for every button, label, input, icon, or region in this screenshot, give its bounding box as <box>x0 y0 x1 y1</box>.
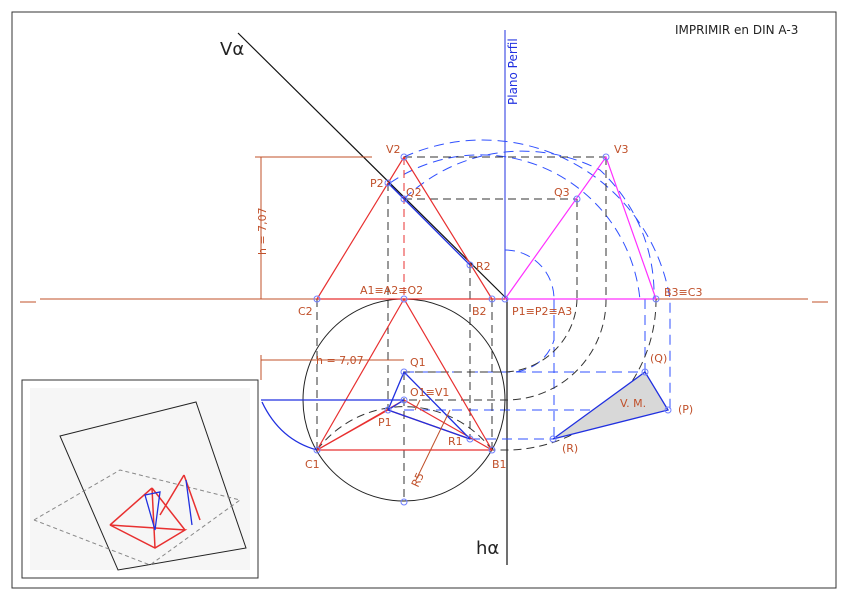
label-o1-v1: O1≡V1 <box>410 386 449 399</box>
true-magnitude-triangle <box>552 371 670 440</box>
h-alpha-label: hα <box>476 538 499 559</box>
v-alpha-trace <box>237 32 508 300</box>
label-v3: V3 <box>614 143 629 156</box>
v-alpha-label: Vα <box>220 39 244 60</box>
label-p-true: (P) <box>678 403 693 416</box>
true-magnitude-label: V. M. <box>620 397 646 410</box>
dimensions <box>255 156 451 481</box>
label-c2: C2 <box>298 305 313 318</box>
label-q-true: (Q) <box>650 352 667 365</box>
inset-3d-view <box>21 379 259 579</box>
profile-view-magenta <box>504 155 657 300</box>
label-p1-p2-a3: P1≡P2≡A3 <box>512 305 572 318</box>
label-r2: R2 <box>476 260 491 273</box>
pyramid-red <box>315 155 505 451</box>
label-q3: Q3 <box>554 186 570 199</box>
label-r-true: (R) <box>562 442 578 455</box>
sheet-title: IMPRIMIR en DIN A-3 <box>675 23 798 37</box>
label-b3-c3: B3≡C3 <box>664 286 702 299</box>
height-dim-horizontal: h = 7,07 <box>316 354 364 367</box>
height-dim-vertical: h = 7,07 <box>256 207 269 255</box>
label-b1: B1 <box>492 458 507 471</box>
sheet-border <box>11 11 837 589</box>
label-q2: Q2 <box>406 186 422 199</box>
label-p1: P1 <box>378 416 392 429</box>
label-v2: V2 <box>386 143 401 156</box>
label-p2: P2 <box>370 177 384 190</box>
label-a1-a2-o2: A1≡A2≡O2 <box>360 284 423 297</box>
point-markers <box>313 153 672 506</box>
profile-plane-label: Plano Perfil <box>506 38 520 105</box>
label-q1: Q1 <box>410 356 426 369</box>
label-r1: R1 <box>448 435 463 448</box>
label-b2: B2 <box>472 305 487 318</box>
radius-dim: R5 <box>409 470 427 489</box>
label-c1: C1 <box>305 458 320 471</box>
